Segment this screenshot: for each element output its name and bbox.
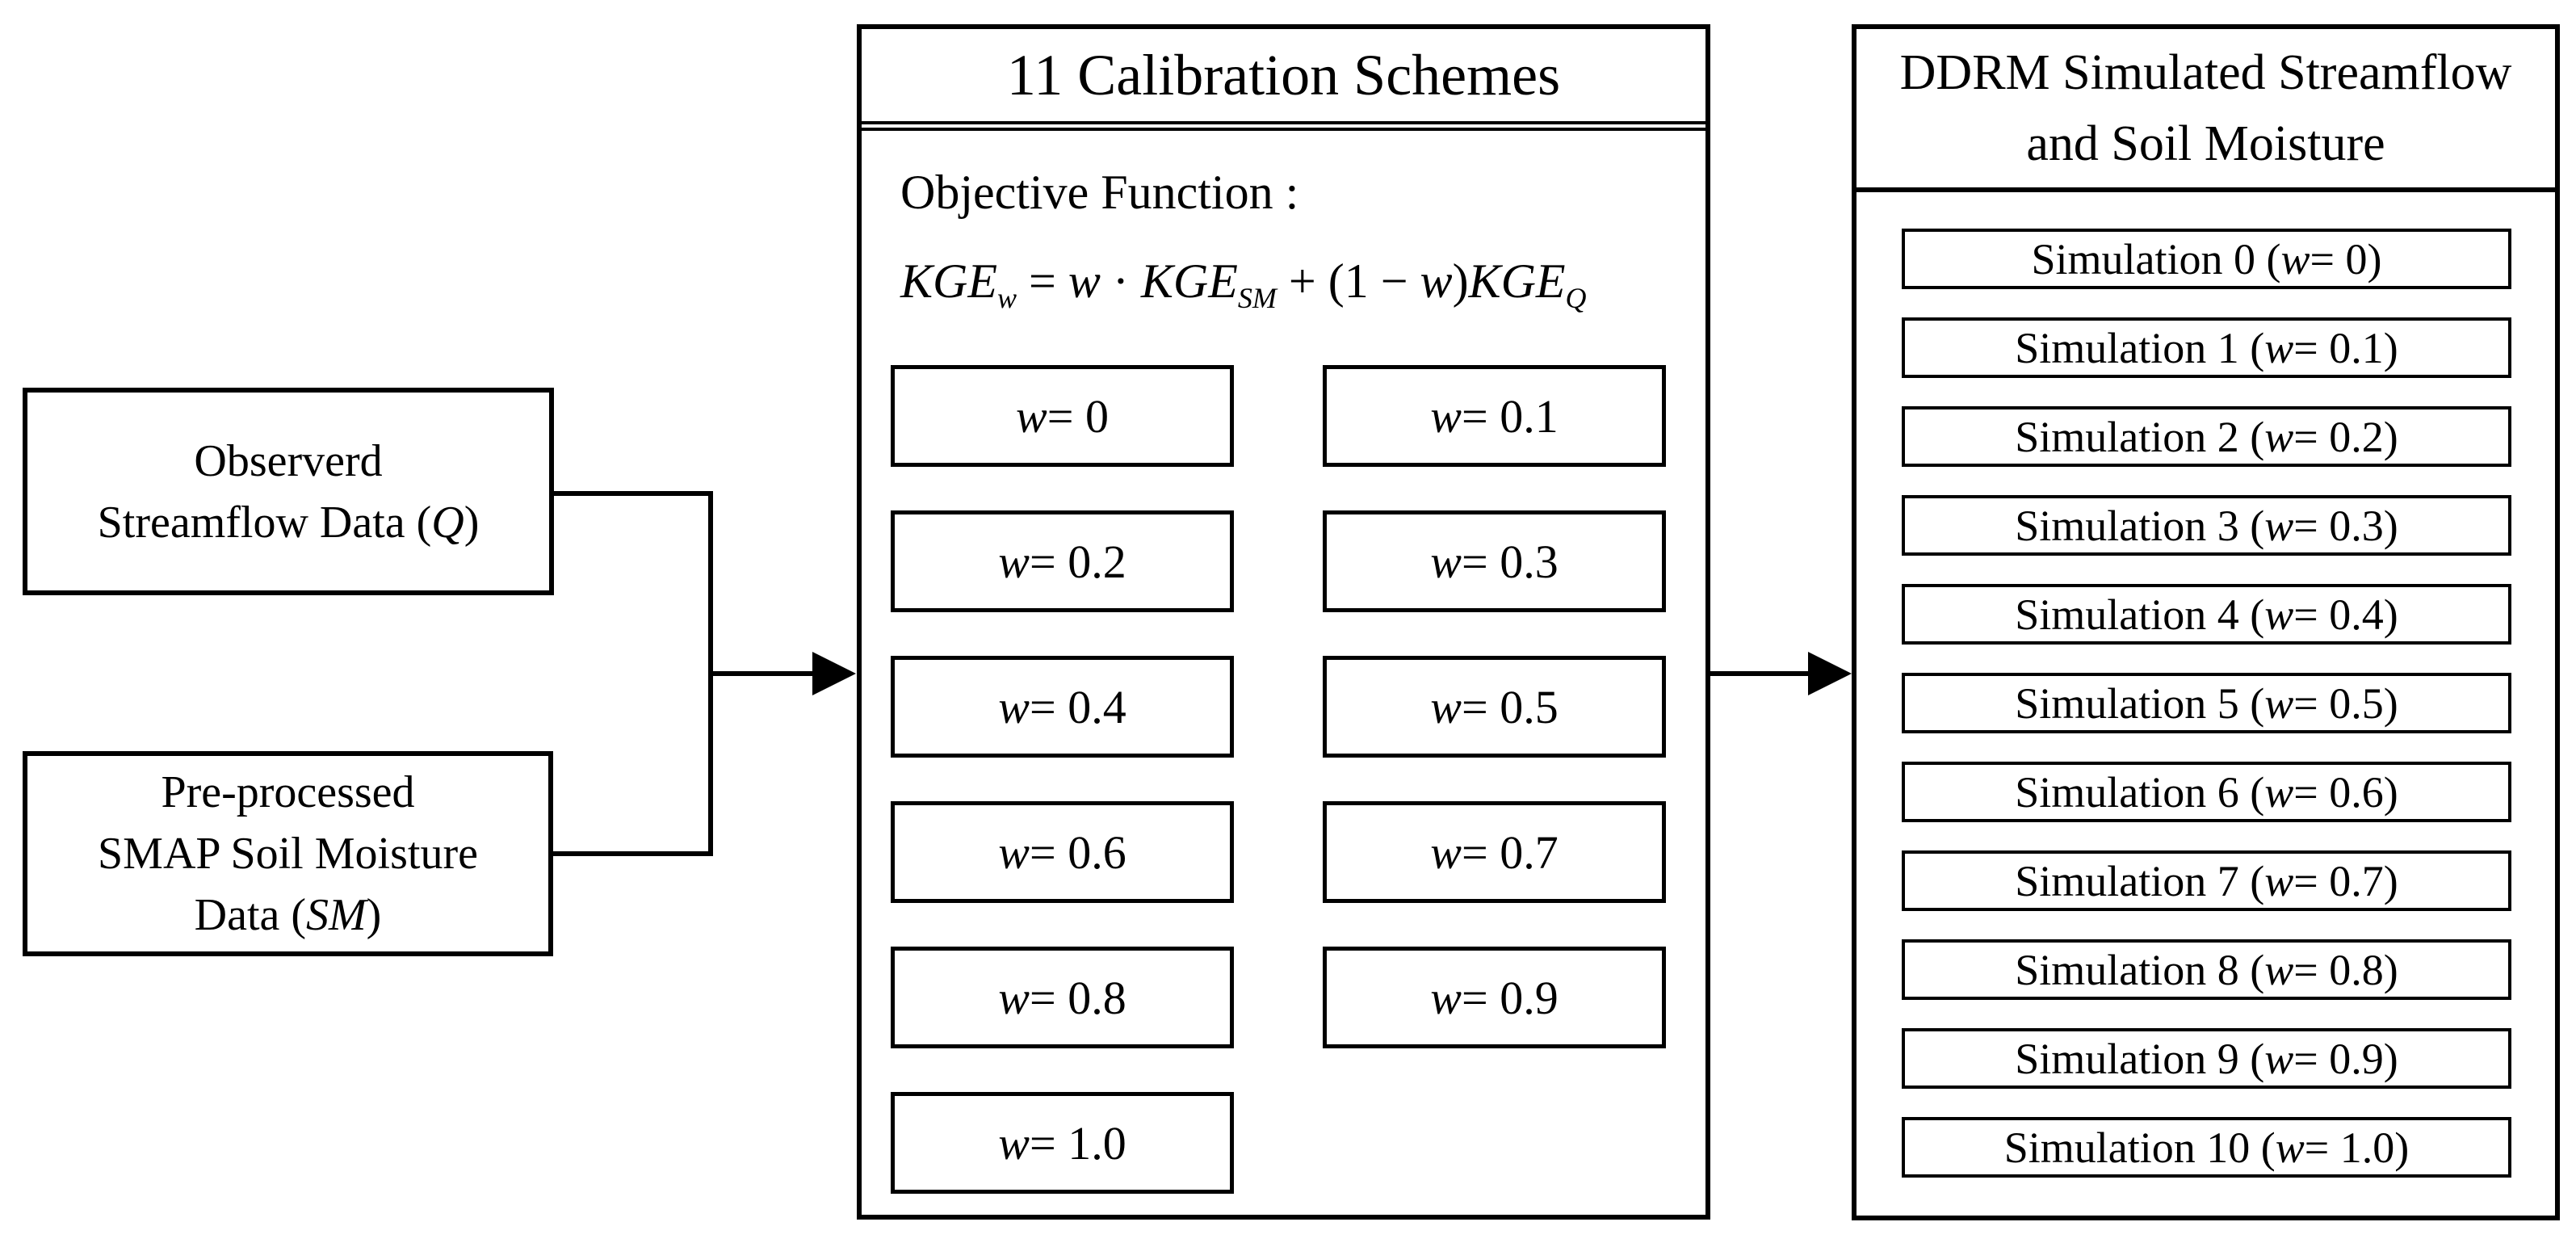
scheme-box-3: w = 0.3 (1323, 510, 1666, 612)
simulation-row-5: Simulation 5 (w = 0.5) (1902, 673, 2511, 733)
simulation-row-4: Simulation 4 (w = 0.4) (1902, 584, 2511, 645)
output-panel-title-line-2: and Soil Moisture (2026, 116, 2385, 171)
text-line: Pre-processed (161, 767, 415, 817)
connector-line-streamflow (552, 491, 711, 496)
calibration-panel-title: 11 Calibration Schemes (862, 29, 1705, 131)
connector-line-soil-moisture (552, 851, 711, 856)
simulation-row-9: Simulation 9 (w = 0.9) (1902, 1028, 2511, 1089)
calibration-panel: 11 Calibration Schemes Objective Functio… (857, 24, 1710, 1220)
simulation-row-3: Simulation 3 (w = 0.3) (1902, 495, 2511, 556)
scheme-box-10: w = 1.0 (891, 1092, 1234, 1194)
output-panel: DDRM Simulated Streamflow and Soil Moist… (1852, 24, 2560, 1220)
scheme-box-2: w = 0.2 (891, 510, 1234, 612)
text-line: Streamflow Data (Q) (97, 497, 480, 548)
scheme-box-0: w = 0 (891, 365, 1234, 467)
simulation-row-6: Simulation 6 (w = 0.6) (1902, 762, 2511, 822)
text-line: Observerd (194, 435, 383, 486)
output-panel-title-line-1: DDRM Simulated Streamflow (1899, 45, 2512, 100)
scheme-box-8: w = 0.8 (891, 947, 1234, 1048)
simulation-row-1: Simulation 1 (w = 0.1) (1902, 317, 2511, 378)
flow-arrow-calibration-to-output (1710, 671, 1812, 676)
scheme-box-1: w = 0.1 (1323, 365, 1666, 467)
text-line: Data (SM) (194, 890, 382, 940)
flow-arrow-inputs-to-calibration (708, 671, 816, 676)
simulation-list: Simulation 0 (w = 0) Simulation 1 (w = 0.… (1856, 29, 2555, 1216)
arrowhead-right-icon (1808, 652, 1852, 695)
arrowhead-right-icon (812, 652, 856, 695)
scheme-box-6: w = 0.6 (891, 801, 1234, 903)
scheme-box-9: w = 0.9 (1323, 947, 1666, 1048)
simulation-row-0: Simulation 0 (w = 0) (1902, 229, 2511, 289)
scheme-box-4: w = 0.4 (891, 656, 1234, 758)
objective-function-label: Objective Function : (900, 166, 1299, 219)
objective-function-formula: KGEw = w · KGESM + (1 − w)KGEQ (900, 254, 1587, 314)
simulation-row-10: Simulation 10 (w = 1.0) (1902, 1117, 2511, 1178)
scheme-box-7: w = 0.7 (1323, 801, 1666, 903)
output-panel-title: DDRM Simulated Streamflow and Soil Moist… (1856, 29, 2555, 192)
scheme-box-5: w = 0.5 (1323, 656, 1666, 758)
simulation-row-7: Simulation 7 (w = 0.7) (1902, 850, 2511, 911)
simulation-row-8: Simulation 8 (w = 0.8) (1902, 939, 2511, 1000)
text-line: SMAP Soil Moisture (98, 829, 478, 879)
simulation-row-2: Simulation 2 (w = 0.2) (1902, 406, 2511, 467)
scheme-grid: w = 0 w = 0.1 w = 0.2 w = 0.3 w = 0.4 w = 0.5… (862, 29, 1705, 1215)
